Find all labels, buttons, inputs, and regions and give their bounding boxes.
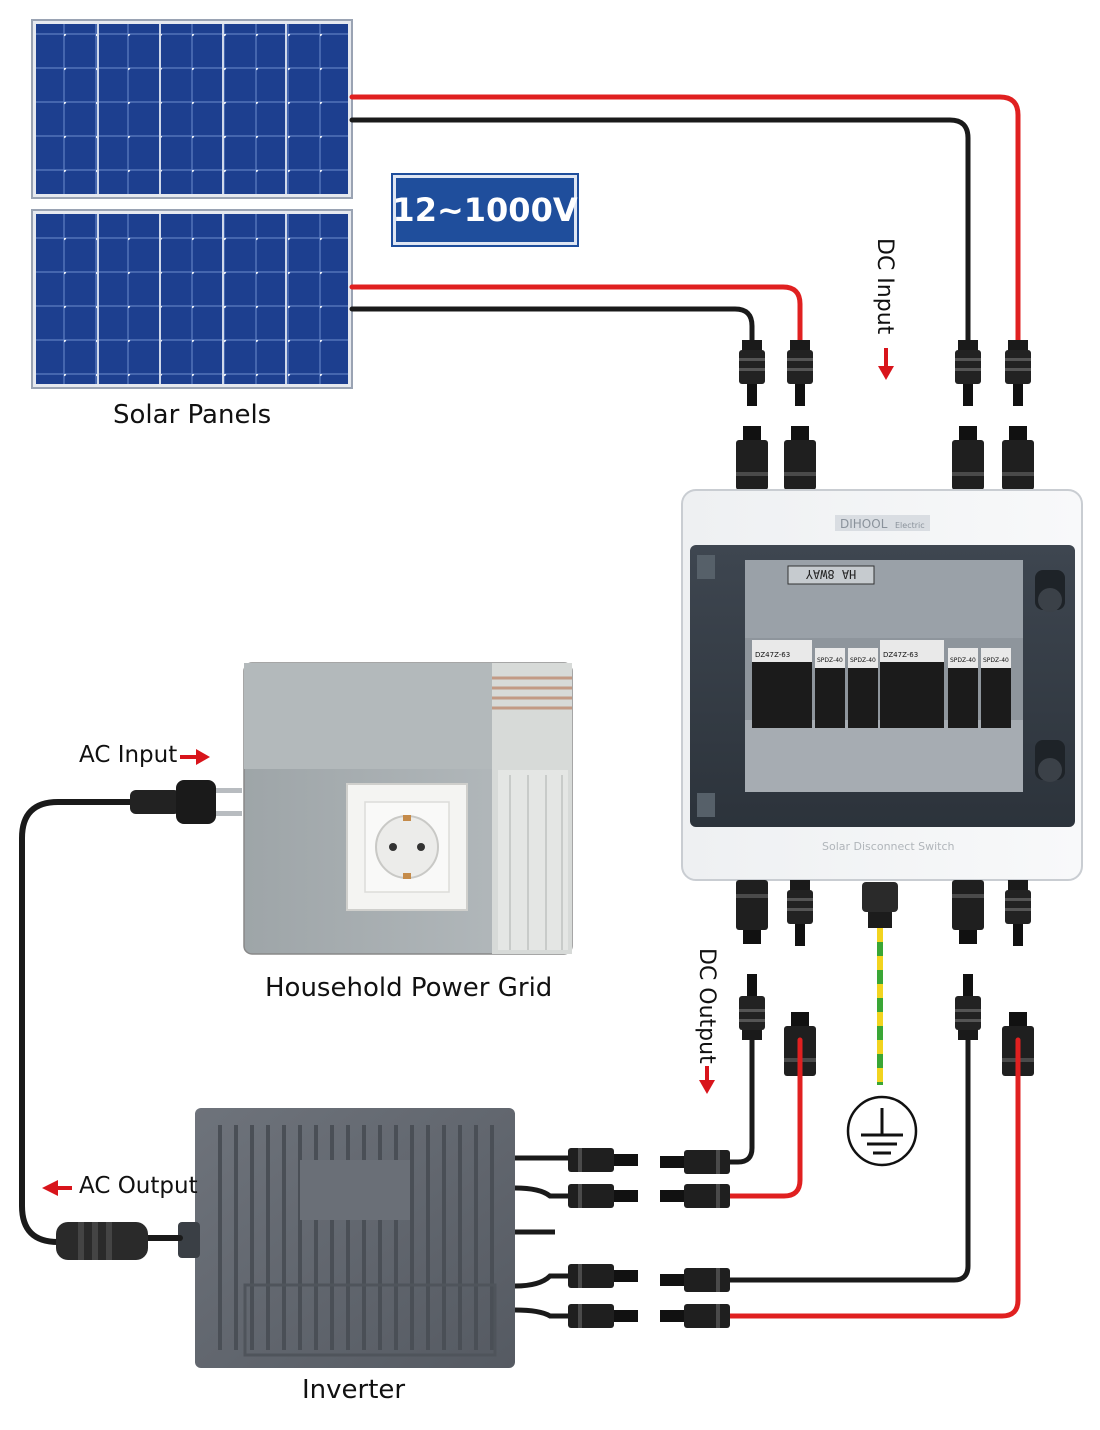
ac-input-arrow-icon [180,749,210,765]
inverter-leads [514,1155,568,1319]
mc4-connector-icon [736,880,1034,1076]
breaker-label: DZ47Z-63 [883,651,918,659]
box-footer-label: Solar Disconnect Switch [822,840,955,853]
brand-sub-label: Electric [895,521,925,530]
ground-symbol-icon [846,1095,918,1167]
dc-input-cables [349,94,1021,343]
solar-panel-icon [31,19,353,199]
wall-socket-icon [346,783,468,911]
dc-input-arrow-icon [878,348,894,380]
solar-panel-icon [31,209,353,389]
ac-coupler-icon [56,1222,148,1260]
ac-cable [19,799,183,1245]
breaker-label: DZ47Z-63 [755,651,790,659]
household-grid-label: Household Power Grid [265,973,553,1003]
breaker-label: SPDZ-40 [983,657,1009,664]
combiner-box: DIHOOL Electric HA 8WAY DZ47Z-63 SPDZ-40… [681,489,1083,881]
mc4-connector-icon [568,1148,730,1328]
model-plate: HA 8WAY [805,567,856,581]
breaker-label: SPDZ-40 [817,657,843,664]
dc-output-cables [727,1037,1021,1319]
inverter-label: Inverter [302,1375,406,1405]
brand-label: DIHOOL [840,517,888,531]
ac-input-label: AC Input [79,742,178,768]
voltage-label: 12~1000V [392,191,578,229]
ac-output-arrow-icon [42,1180,72,1196]
dc-output-arrow-icon [699,1066,715,1094]
wall-socket-photo [243,662,573,955]
dc-output-label: DC Output [694,948,719,1064]
ac-output-label: AC Output [79,1173,198,1199]
breaker-row: DZ47Z-63 SPDZ-40 SPDZ-40 DZ47Z-63 SPDZ-4… [752,640,1011,728]
solar-panels-label: Solar Panels [113,400,272,430]
plug-icon [130,780,242,824]
voltage-badge: 12~1000V [392,175,578,245]
inverter-icon [178,1108,515,1368]
dc-input-label: DC Input [872,238,897,335]
breaker-label: SPDZ-40 [850,657,876,664]
breaker-label: SPDZ-40 [950,657,976,664]
